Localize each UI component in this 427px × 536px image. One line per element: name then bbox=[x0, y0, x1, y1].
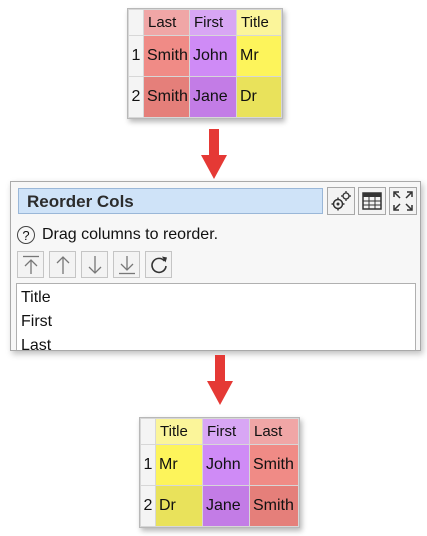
list-item[interactable]: Last bbox=[21, 337, 52, 351]
table-cell[interactable]: Mr bbox=[155, 444, 203, 486]
move-to-top-button[interactable] bbox=[17, 251, 44, 278]
table-cell[interactable]: John bbox=[202, 444, 250, 486]
list-item[interactable]: Title bbox=[21, 289, 51, 306]
row-number: 1 bbox=[140, 444, 156, 486]
corner-cell bbox=[128, 9, 144, 36]
move-down-button[interactable] bbox=[81, 251, 108, 278]
source-table: Last First Title 1 Smith John Mr 2 Smith… bbox=[127, 8, 283, 119]
row-number: 1 bbox=[128, 35, 144, 77]
table-cell[interactable]: Smith bbox=[249, 485, 299, 527]
settings-button[interactable] bbox=[327, 187, 355, 215]
help-icon[interactable]: ? bbox=[17, 226, 35, 244]
gears-icon bbox=[331, 191, 351, 211]
move-to-top-icon bbox=[22, 255, 39, 274]
table-cell[interactable]: Jane bbox=[202, 485, 250, 527]
list-item[interactable]: First bbox=[21, 313, 53, 330]
reorder-cols-panel: Reorder Cols bbox=[10, 181, 421, 351]
column-header-last[interactable]: Last bbox=[249, 418, 299, 445]
table-cell[interactable]: Dr bbox=[155, 485, 203, 527]
row-number: 2 bbox=[128, 76, 144, 118]
table-cell[interactable]: Jane bbox=[189, 76, 237, 118]
down-arrow-icon bbox=[207, 355, 233, 405]
table-cell[interactable]: Dr bbox=[236, 76, 282, 118]
panel-title: Reorder Cols bbox=[18, 188, 323, 214]
expand-icon bbox=[393, 191, 413, 211]
move-to-bottom-icon bbox=[118, 255, 135, 274]
move-down-icon bbox=[88, 255, 101, 274]
table-view-button[interactable] bbox=[358, 187, 386, 215]
table-row: 2 Dr Jane Smith bbox=[140, 485, 299, 527]
table-row: 2 Smith Jane Dr bbox=[128, 76, 282, 118]
table-row: 1 Smith John Mr bbox=[128, 35, 282, 77]
column-header-first[interactable]: First bbox=[202, 418, 250, 445]
table-cell[interactable]: Smith bbox=[249, 444, 299, 486]
table-cell[interactable]: Mr bbox=[236, 35, 282, 77]
row-number: 2 bbox=[140, 485, 156, 527]
move-up-button[interactable] bbox=[49, 251, 76, 278]
column-header-title[interactable]: Title bbox=[236, 9, 282, 36]
move-up-icon bbox=[56, 255, 69, 274]
help-row: ? Drag columns to reorder. bbox=[17, 224, 218, 246]
table-cell[interactable]: Smith bbox=[143, 76, 190, 118]
result-table: Title First Last 1 Mr John Smith 2 Dr Ja… bbox=[139, 417, 300, 528]
table-row: 1 Mr John Smith bbox=[140, 444, 299, 486]
table-cell[interactable]: John bbox=[189, 35, 237, 77]
column-header-last[interactable]: Last bbox=[143, 9, 190, 36]
maximize-button[interactable] bbox=[389, 187, 417, 215]
corner-cell bbox=[140, 418, 156, 445]
column-list[interactable]: Title First Last bbox=[16, 283, 416, 351]
column-header-title[interactable]: Title bbox=[155, 418, 203, 445]
down-arrow-icon bbox=[201, 129, 227, 179]
move-to-bottom-button[interactable] bbox=[113, 251, 140, 278]
table-icon bbox=[362, 192, 382, 210]
reset-icon bbox=[150, 256, 167, 273]
help-text: Drag columns to reorder. bbox=[42, 226, 219, 243]
reset-button[interactable] bbox=[145, 251, 172, 278]
table-cell[interactable]: Smith bbox=[143, 35, 190, 77]
column-header-first[interactable]: First bbox=[189, 9, 237, 36]
